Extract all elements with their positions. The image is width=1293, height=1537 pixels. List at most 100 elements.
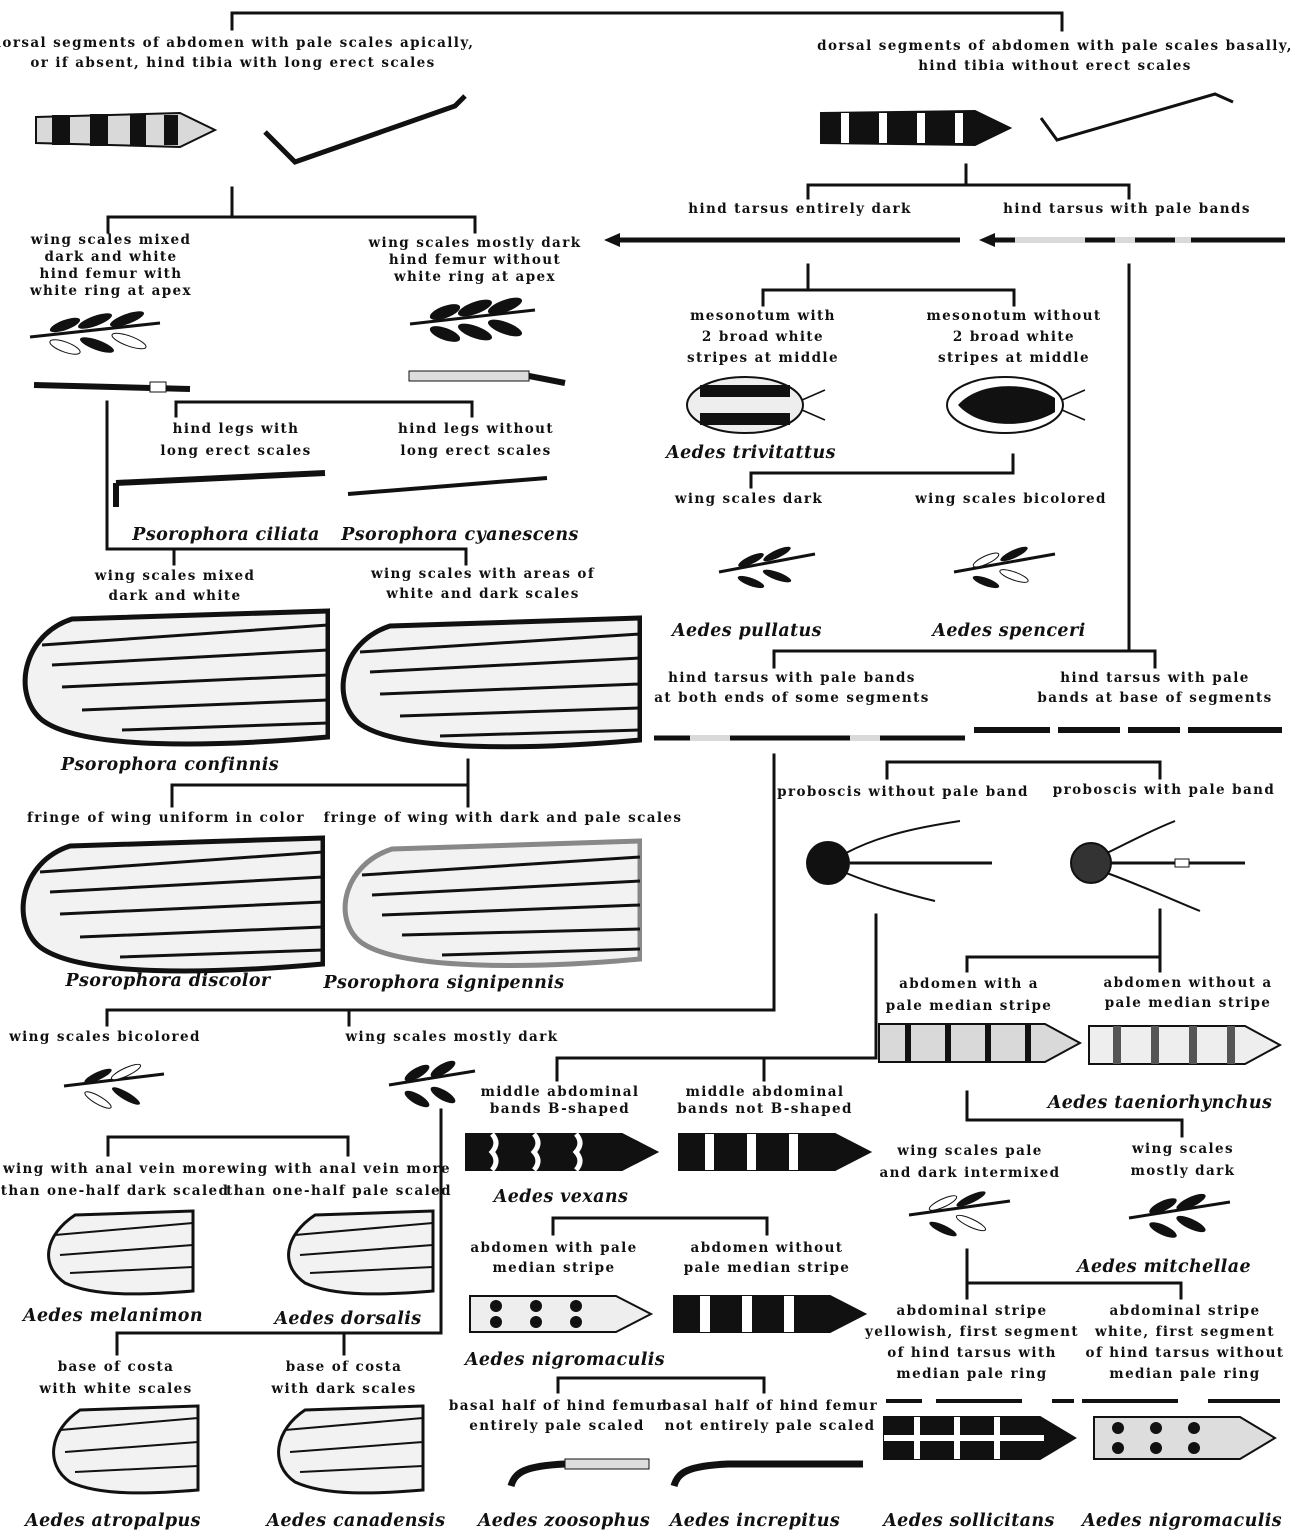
couplet-femur-pale: basal half of hind femur entirely pale s… xyxy=(449,1396,665,1436)
couplet-proboscis-band: proboscis with pale band xyxy=(1053,780,1275,800)
mesonotum-illustration xyxy=(680,370,830,440)
tarsus-illustration xyxy=(650,730,970,746)
wing-illustration xyxy=(385,1055,480,1117)
wing-illustration xyxy=(265,1400,425,1500)
leg-illustration xyxy=(110,465,330,515)
couplet-mesonotum-no-stripes: mesonotum without 2 broad white stripes … xyxy=(927,306,1102,369)
species-psorophora-ciliata: Psorophora ciliata xyxy=(132,525,319,545)
couplet-wing-scales-mixed: wing scales mixed dark and white xyxy=(95,566,256,606)
couplet-root-right: dorsal segments of abdomen with pale sca… xyxy=(817,36,1293,76)
species-aedes-spenceri: Aedes spenceri xyxy=(932,621,1085,641)
femur-illustration xyxy=(30,375,195,400)
couplet-bands-not-b-shaped: middle abdominal bands not B-shaped xyxy=(677,1084,853,1118)
species-aedes-taeniorhynchus: Aedes taeniorhynchus xyxy=(1048,1093,1272,1113)
abdomen-illustration xyxy=(1085,1020,1285,1070)
species-aedes-sollicitans: Aedes sollicitans xyxy=(883,1511,1055,1531)
mesonotum-illustration xyxy=(940,370,1090,440)
abdomen-illustration xyxy=(875,1018,1085,1068)
tarsus-illustration xyxy=(1078,1394,1283,1408)
wing-illustration xyxy=(275,1205,435,1300)
couplet-wing-mixed-femur-ring: wing scales mixed dark and white hind fe… xyxy=(30,232,192,300)
wing-illustration xyxy=(25,305,170,367)
abdomen-illustration xyxy=(462,1130,662,1174)
species-psorophora-cyanescens: Psorophora cyanescens xyxy=(341,525,579,545)
species-aedes-atropalpus: Aedes atropalpus xyxy=(25,1511,201,1531)
tarsus-illustration xyxy=(975,230,1287,250)
couplet-wing-scales-bicolored-right: wing scales bicolored xyxy=(915,489,1107,509)
couplet-fringe-uniform: fringe of wing uniform in color xyxy=(27,808,305,828)
couplet-hind-tarsus-pale-bands: hind tarsus with pale bands xyxy=(1003,199,1251,219)
couplet-root-left: dorsal segments of abdomen with pale sca… xyxy=(0,33,474,73)
abdomen-illustration xyxy=(670,1292,870,1336)
couplet-wing-scales-dark: wing scales dark xyxy=(675,489,823,509)
species-aedes-canadensis: Aedes canadensis xyxy=(267,1511,446,1531)
wing-illustration xyxy=(950,540,1060,598)
wing-illustration xyxy=(905,1185,1015,1247)
species-aedes-melanimon: Aedes melanimon xyxy=(23,1306,203,1326)
leg-illustration xyxy=(342,470,552,505)
couplet-hind-legs-erect: hind legs with long erect scales xyxy=(160,418,311,462)
couplet-bands-b-shaped: middle abdominal bands B-shaped xyxy=(481,1084,640,1118)
couplet-anal-vein-dark: wing with anal vein more than one-half d… xyxy=(1,1158,230,1202)
femur-illustration xyxy=(405,365,570,390)
tarsus-illustration xyxy=(600,230,965,250)
couplet-stripe-yellowish: abdominal stripe yellowish, first segmen… xyxy=(865,1301,1079,1385)
tarsus-illustration xyxy=(970,722,1287,738)
wing-illustration xyxy=(60,1058,170,1120)
abdomen-illustration xyxy=(815,103,1025,153)
abdomen-illustration xyxy=(30,105,230,155)
couplet-proboscis-no-band: proboscis without pale band xyxy=(777,782,1029,802)
abdomen-illustration xyxy=(1090,1413,1280,1463)
species-aedes-mitchellae: Aedes mitchellae xyxy=(1077,1257,1251,1277)
species-aedes-nigromaculis-right: Aedes nigromaculis xyxy=(1082,1511,1282,1531)
couplet-abdomen-pale-stripe: abdomen with pale median stripe xyxy=(470,1238,637,1278)
wing-illustration xyxy=(405,292,545,354)
leg-illustration xyxy=(255,92,470,167)
head-proboscis-illustration xyxy=(1065,815,1255,915)
wing-illustration xyxy=(35,1205,195,1300)
couplet-wing-mostly-dark-right: wing scales mostly dark xyxy=(1131,1138,1236,1182)
tarsus-illustration xyxy=(882,1394,1077,1408)
couplet-abdomen-stripe: abdomen with a pale median stripe xyxy=(886,973,1053,1017)
couplet-abdomen-no-stripe: abdomen without a pale median stripe xyxy=(1103,973,1272,1013)
femur-illustration xyxy=(505,1450,655,1490)
couplet-wing-dark-femur-noring: wing scales mostly dark hind femur witho… xyxy=(369,235,582,286)
abdomen-illustration xyxy=(880,1413,1080,1463)
couplet-wing-pale-dark: wing scales pale and dark intermixed xyxy=(879,1140,1060,1184)
couplet-abdomen-no-pale-stripe: abdomen without pale median stripe xyxy=(684,1238,851,1278)
couplet-wing-mostly-dark-left: wing scales mostly dark xyxy=(346,1027,559,1047)
head-proboscis-illustration xyxy=(800,815,1000,915)
wing-illustration xyxy=(330,612,642,757)
couplet-anal-vein-pale: wing with anal vein more than one-half p… xyxy=(226,1158,452,1202)
couplet-costa-white: base of costa with white scales xyxy=(39,1356,192,1400)
couplet-femur-not-pale: basal half of hind femur not entirely pa… xyxy=(662,1396,878,1436)
wing-illustration xyxy=(40,1400,200,1500)
species-psorophora-confinnis: Psorophora confinnis xyxy=(61,755,279,775)
couplet-wing-scales-areas: wing scales with areas of white and dark… xyxy=(371,564,595,604)
couplet-tarsus-base: hind tarsus with pale bands at base of s… xyxy=(1037,668,1272,708)
species-aedes-dorsalis: Aedes dorsalis xyxy=(274,1309,421,1329)
species-aedes-nigromaculis-middle: Aedes nigromaculis xyxy=(465,1350,665,1370)
couplet-fringe-dark-pale: fringe of wing with dark and pale scales xyxy=(324,808,683,828)
couplet-mesonotum-stripes: mesonotum with 2 broad white stripes at … xyxy=(687,306,839,369)
femur-illustration xyxy=(668,1450,868,1490)
couplet-stripe-white: abdominal stripe white, first segment of… xyxy=(1086,1301,1285,1385)
abdomen-illustration xyxy=(675,1130,875,1174)
wing-illustration xyxy=(1125,1188,1235,1246)
wing-illustration xyxy=(332,835,642,975)
wing-illustration xyxy=(715,540,820,598)
wing-illustration xyxy=(10,832,325,982)
species-aedes-increpitus: Aedes increpitus xyxy=(670,1511,840,1531)
species-psorophora-signipennis: Psorophora signipennis xyxy=(323,973,564,993)
couplet-costa-dark: base of costa with dark scales xyxy=(271,1356,416,1400)
species-aedes-trivitattus: Aedes trivitattus xyxy=(666,443,836,463)
abdomen-illustration xyxy=(466,1292,656,1336)
wing-illustration xyxy=(12,605,330,755)
species-aedes-zoosophus: Aedes zoosophus xyxy=(478,1511,650,1531)
species-aedes-pullatus: Aedes pullatus xyxy=(672,621,822,641)
couplet-tarsus-both-ends: hind tarsus with pale bands at both ends… xyxy=(654,668,929,708)
couplet-wing-bicolored-left: wing scales bicolored xyxy=(9,1027,201,1047)
species-aedes-vexans: Aedes vexans xyxy=(494,1187,628,1207)
couplet-hind-tarsus-dark: hind tarsus entirely dark xyxy=(688,199,912,219)
